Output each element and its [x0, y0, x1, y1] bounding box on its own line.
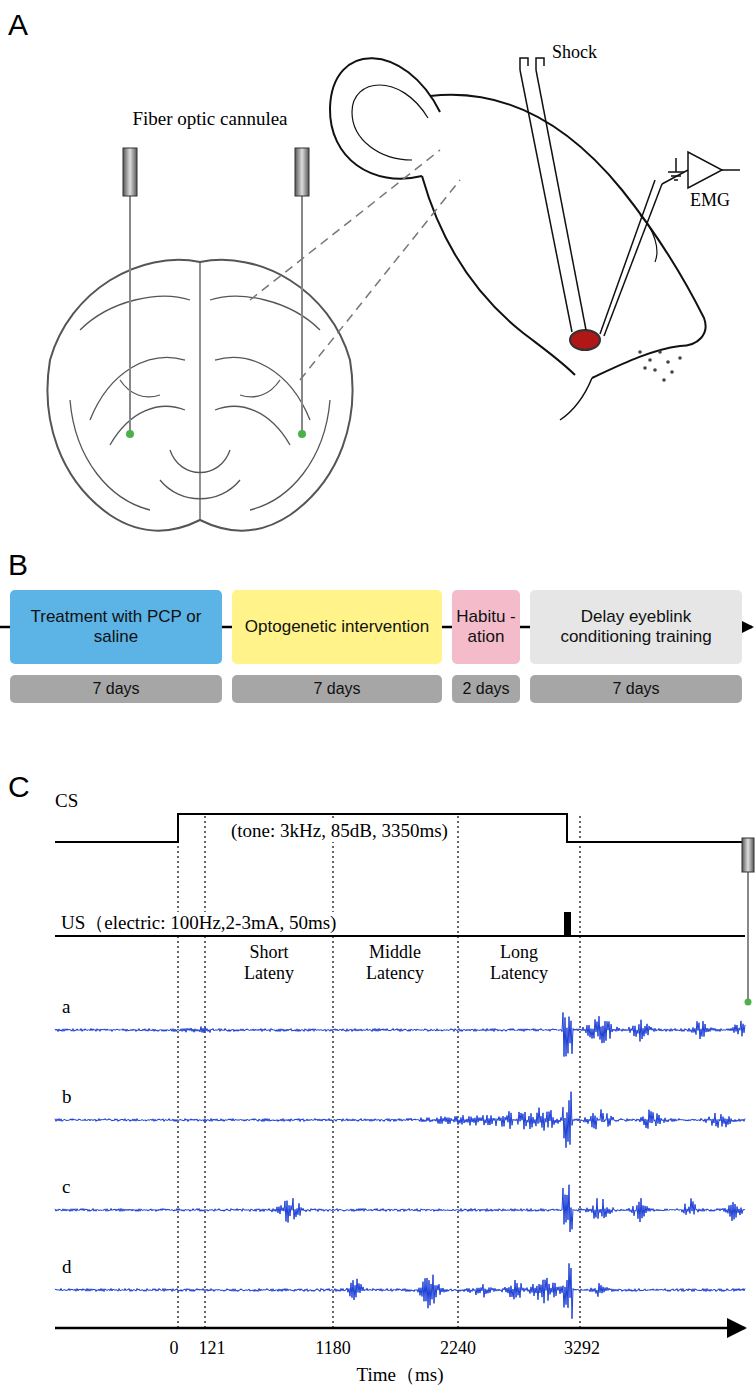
- whisker-dots: [638, 350, 682, 382]
- timeline-link: [520, 626, 530, 629]
- part-label: Fiber optic cannulea: [132, 108, 287, 130]
- signal-note: (tone: 3kHz, 85dB, 3350ms): [228, 820, 451, 842]
- panel-letter: B: [8, 548, 28, 583]
- us-trace: [55, 935, 745, 937]
- emg-trace: [55, 1185, 745, 1232]
- phase-label: Long Latency: [474, 942, 564, 983]
- time-axis: [55, 1327, 745, 1330]
- rat-head: [330, 58, 706, 420]
- box-text: 7 days: [313, 680, 360, 698]
- duration-box: 2 days: [452, 675, 520, 703]
- cs-trace: [55, 814, 745, 842]
- box-text: Habitu -ation: [454, 607, 518, 646]
- duration-box: 7 days: [232, 675, 442, 703]
- dashed-guides: [250, 150, 460, 380]
- timeline-link: [442, 626, 452, 629]
- trace-letter: a: [62, 996, 70, 1018]
- signal-name: CS: [55, 790, 78, 812]
- tick-label: 2240: [440, 1338, 476, 1359]
- stage-box: Habitu -ation: [452, 590, 520, 664]
- emg-trace: [55, 1263, 745, 1318]
- fiber-cannula: [123, 148, 137, 196]
- trace-letter: c: [62, 1176, 70, 1198]
- box-text: 2 days: [462, 680, 509, 698]
- part-label: EMG: [690, 190, 730, 211]
- tick-label: 1180: [315, 1338, 350, 1359]
- corner-cannula: [742, 838, 754, 1006]
- panel-letter: C: [8, 770, 30, 805]
- emg-trace: [55, 1012, 745, 1056]
- tick-label: 121: [199, 1338, 226, 1359]
- rat-eye: [570, 330, 600, 350]
- brain-section: [48, 260, 353, 531]
- shock-wires: [520, 58, 740, 336]
- phase-label: Short Lateny: [224, 942, 314, 983]
- phase-label: Middle Latency: [350, 942, 440, 983]
- part-label: Shock: [552, 42, 597, 63]
- duration-box: 7 days: [10, 675, 222, 703]
- box-text: Treatment with PCP or saline: [16, 607, 216, 646]
- stage-box: Optogenetic intervention: [232, 590, 442, 664]
- tick-label: 3292: [564, 1338, 600, 1359]
- fiber-cannula: [295, 148, 309, 196]
- trace-letter: d: [62, 1256, 72, 1278]
- emg-trace: [55, 1092, 745, 1148]
- stage-box: Delay eyeblink conditioning training: [530, 590, 742, 664]
- tick-label: 0: [170, 1338, 179, 1359]
- stage-box: Treatment with PCP or saline: [10, 590, 222, 664]
- time-markers: [178, 816, 580, 1330]
- signal-name: US（electric: 100Hz,2-3mA, 50ms): [58, 912, 339, 934]
- box-text: Optogenetic intervention: [245, 617, 429, 637]
- axis-title: Time（ms): [357, 1364, 444, 1386]
- trace-letter: b: [62, 1086, 72, 1108]
- duration-box: 7 days: [530, 675, 742, 703]
- panel-letter: A: [8, 8, 28, 43]
- box-text: 7 days: [92, 680, 139, 698]
- box-text: Delay eyeblink conditioning training: [536, 607, 736, 646]
- box-text: 7 days: [612, 680, 659, 698]
- timeline-link: [222, 626, 232, 629]
